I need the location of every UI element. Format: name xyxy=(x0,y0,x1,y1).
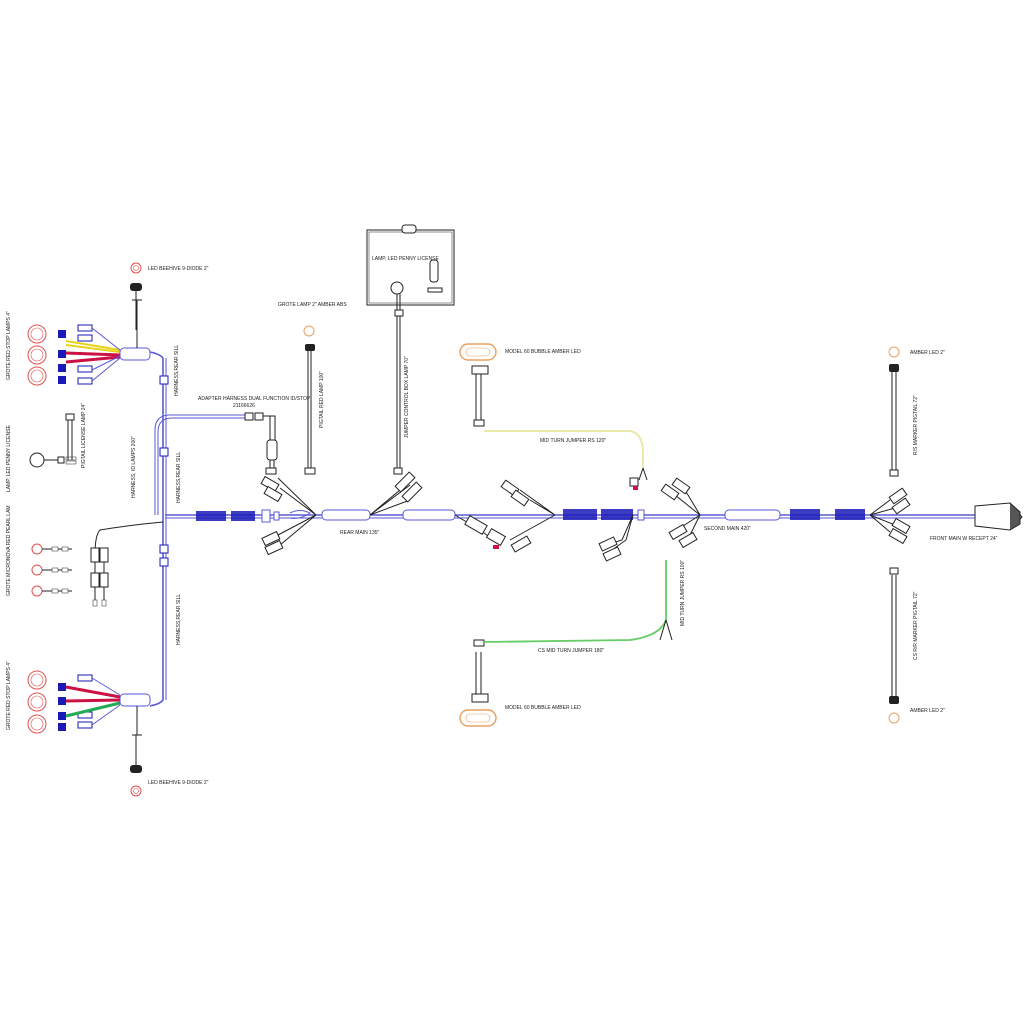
adapter-harness xyxy=(244,412,278,475)
bubble-lamp-bottom: MODEL 60 BUBBLE AMBER LED CS MID TURN JU… xyxy=(459,560,673,727)
label-adapter-harness-1: ADAPTER HARNESS DUAL FUNCTION ID/STOP xyxy=(198,396,311,402)
label-cs-mid-turn: CS MID TURN JUMPER 180" xyxy=(538,648,604,654)
label-harness-rear-sill-3: HARNESS,REAR SILL xyxy=(176,594,182,645)
rear-main-connectors: REAR MAIN 135" xyxy=(196,471,532,556)
label-grote-stop-bottom: GROTE RED STOP LAMPS 4" xyxy=(6,661,12,730)
label-front-main: FRONT MAIN W RECEPT 24" xyxy=(930,536,998,542)
label-harness-id-lamps: HARNESS, ID LAMPS 200" xyxy=(131,436,137,498)
front-connectors: FRONT MAIN W RECEPT 24" xyxy=(790,487,1023,545)
amber-led-bottom: AMBER LED 2" xyxy=(888,567,945,724)
label-harness-rear-sill-2: HARNESS,REAR SILL xyxy=(176,452,182,503)
label-cs-marker: CS R/R MARKER PIGTAIL 72" xyxy=(913,591,919,660)
label-lamp-penny-left: LAMP, LED PENNY LICENSE xyxy=(6,425,12,492)
bubble-lamp-top: MODEL 60 BUBBLE AMBER LED MID TURN JUMPE… xyxy=(459,343,648,481)
label-jumper-control-box: JUMPER CONTROL BOX LAMP 70" xyxy=(404,356,410,438)
micronova-lamps xyxy=(31,543,109,607)
label-amber-led-top: AMBER LED 2" xyxy=(910,350,945,356)
license-lamp-left xyxy=(29,413,77,468)
license-box: LAMP, LED PENNY LICENSE xyxy=(366,224,455,475)
amber-led-top: AMBER LED 2" xyxy=(888,346,945,477)
beehive-lamp-bottom: LED BEEHIVE 9-DIODE 2" xyxy=(130,780,209,797)
label-rear-main: REAR MAIN 135" xyxy=(340,530,380,536)
label-mid-turn-rs: MID TURN JUMPER RS 120" xyxy=(540,438,606,444)
label-amber-led-bottom: AMBER LED 2" xyxy=(910,708,945,714)
label-model60-bottom: MODEL 60 BUBBLE AMBER LED xyxy=(505,705,581,711)
stop-lamp-1 xyxy=(27,324,47,344)
stop-lamp-3 xyxy=(27,366,47,386)
beehive-lamp-top: LED BEEHIVE 9-DIODE 2" xyxy=(130,262,209,274)
rear-sill-trunk xyxy=(149,351,169,707)
grote-amber-lamp xyxy=(303,325,316,475)
label-grote-micronova: GROTE MICRONOVA RED PEARL LAM xyxy=(6,505,12,596)
label-grote-stop-top: GROTE RED STOP LAMPS 4" xyxy=(6,311,12,380)
label-second-main: SECOND MAIN 420" xyxy=(704,526,751,532)
label-mid-turn-jumper-cs: MID TURN JUMPER RS 100" xyxy=(680,560,686,626)
label-lamp-penny-box: LAMP, LED PENNY LICENSE xyxy=(372,256,439,262)
label-pigtail-license: PIGTAIL LICENSE LAMP 24" xyxy=(81,403,87,468)
label-grote-amber: GROTE LAMP 2" AMBER ABS xyxy=(278,302,347,308)
label-adapter-harness-2: 21166626 xyxy=(233,403,255,409)
stop-lamps-top xyxy=(27,283,151,386)
label-model60-top: MODEL 60 BUBBLE AMBER LED xyxy=(505,349,581,355)
label-rs-marker: R/S MARKER PIGTAIL 72" xyxy=(913,395,919,455)
label-pigtail-red-lamp: PIGTAIL RED LAMP 100" xyxy=(319,371,325,428)
label-led-beehive-top: LED BEEHIVE 9-DIODE 2" xyxy=(148,266,209,272)
mid-connectors: SECOND MAIN 420" xyxy=(500,477,781,562)
label-led-beehive-bottom: LED BEEHIVE 9-DIODE 2" xyxy=(148,780,209,786)
id-lamps-harness xyxy=(94,414,245,600)
stop-lamp-2 xyxy=(27,345,47,365)
stop-lamps-bottom xyxy=(27,670,151,773)
label-harness-rear-sill-1: HARNESS,REAR SILL xyxy=(174,345,180,396)
